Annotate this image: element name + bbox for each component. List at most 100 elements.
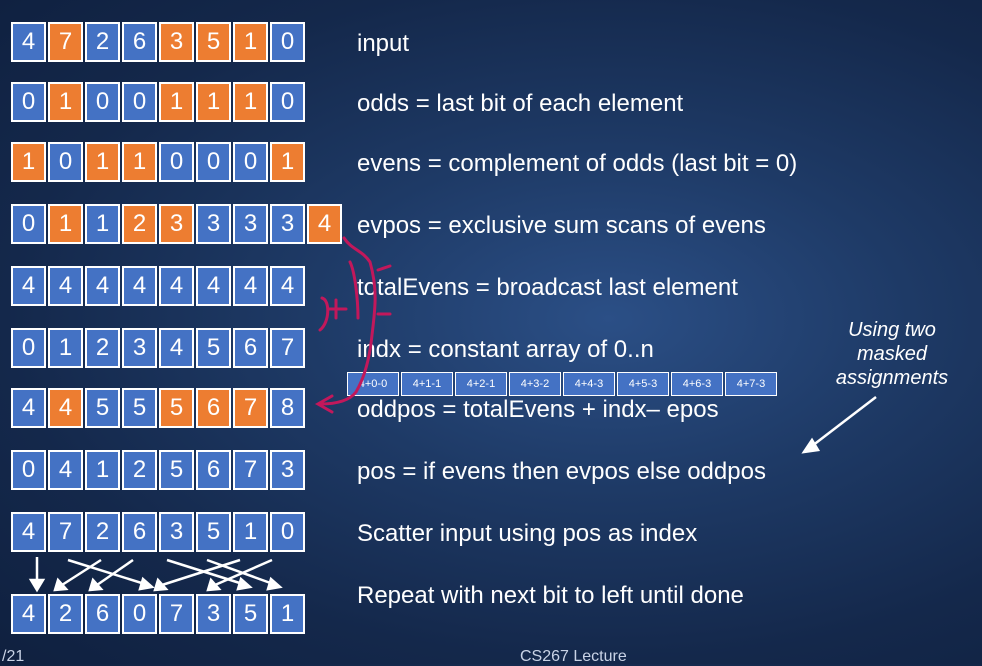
cell: 2: [85, 22, 120, 62]
cell: 2: [85, 512, 120, 552]
cell: 0: [233, 142, 268, 182]
cell: 6: [122, 512, 157, 552]
oddpos-term: 4+6-3: [671, 372, 723, 396]
cell: 4: [48, 450, 83, 490]
cell: 2: [48, 594, 83, 634]
scatter-arrow-head-6: [153, 577, 169, 592]
cell: 4: [233, 266, 268, 306]
scatter-arrow-head-2: [53, 577, 69, 592]
cell: 4: [11, 266, 46, 306]
scatter-arrow-7: [214, 558, 273, 587]
row-label-oddpos: oddpos = totalEvens + indx– epos: [357, 396, 719, 423]
cell: 5: [85, 388, 120, 428]
cell: 4: [270, 266, 305, 306]
scatter-arrow-1: [67, 558, 149, 587]
cell: 1: [196, 82, 231, 122]
cell: 2: [122, 204, 157, 244]
cell: 0: [270, 82, 305, 122]
scatter-arrow-head-7: [206, 577, 222, 592]
cell: 1: [270, 142, 305, 182]
cell: 0: [85, 82, 120, 122]
row-label-evpos: evpos = exclusive sum scans of evens: [357, 212, 766, 239]
hand-dash-1: [376, 264, 392, 272]
cell: 8: [270, 388, 305, 428]
handwritten-annotations: [314, 236, 392, 414]
scatter-arrow-head-3: [88, 577, 104, 592]
cell: 3: [159, 22, 194, 62]
oddpos-term: 4+7-3: [725, 372, 777, 396]
cell: 0: [122, 82, 157, 122]
cell: 5: [196, 328, 231, 368]
cell: 6: [196, 388, 231, 428]
cell: 7: [233, 450, 268, 490]
cell: 3: [159, 512, 194, 552]
cell: 1: [85, 142, 120, 182]
row-label-odds: odds = last bit of each element: [357, 90, 684, 117]
cell: 1: [85, 204, 120, 244]
footer-course: CS267 Lecture: [520, 648, 627, 665]
cell: 3: [196, 204, 231, 244]
cell: 3: [270, 204, 305, 244]
scatter-arrow-head-0: [28, 578, 46, 593]
oddpos-term: 4+4-3: [563, 372, 615, 396]
cell: 7: [48, 512, 83, 552]
cell: 1: [159, 82, 194, 122]
cell: 0: [196, 142, 231, 182]
cell: 7: [48, 22, 83, 62]
cell: 2: [85, 328, 120, 368]
cell: 5: [159, 450, 194, 490]
cell: 0: [11, 328, 46, 368]
cell: 4: [11, 22, 46, 62]
note-arrow: [801, 396, 877, 454]
scatter-arrow-4: [166, 558, 247, 587]
cell: 5: [159, 388, 194, 428]
cell: 4: [122, 266, 157, 306]
oddpos-term: 4+1-1: [401, 372, 453, 396]
cell: 6: [85, 594, 120, 634]
cell: 1: [122, 142, 157, 182]
cell: 4: [85, 266, 120, 306]
cell: 1: [85, 450, 120, 490]
cell: 4: [159, 266, 194, 306]
hand-paren: [318, 296, 330, 332]
hand-arrow-head: [314, 394, 334, 414]
scatter-arrow-head-1: [138, 576, 155, 591]
cell: 4: [11, 594, 46, 634]
cell: 5: [122, 388, 157, 428]
cell: 3: [159, 204, 194, 244]
cell: 1: [48, 328, 83, 368]
row-label-evens: evens = complement of odds (last bit = 0…: [357, 150, 798, 177]
cell: 5: [233, 594, 268, 634]
cell: 7: [270, 328, 305, 368]
cell: 7: [233, 388, 268, 428]
cell: 4: [11, 512, 46, 552]
cell: 0: [11, 450, 46, 490]
cell: 4: [48, 388, 83, 428]
cell: 0: [11, 82, 46, 122]
cell: 2: [122, 450, 157, 490]
cell: 4: [196, 266, 231, 306]
cell: 3: [196, 594, 231, 634]
cell: 3: [270, 450, 305, 490]
row-label-input: input: [357, 30, 410, 57]
hand-arrow-curve: [318, 236, 377, 406]
cell: 1: [11, 142, 46, 182]
cell: 6: [233, 328, 268, 368]
oddpos-term: 4+3-2: [509, 372, 561, 396]
row-label-scatter-input: Scatter input using pos as index: [357, 520, 698, 547]
scatter-arrows: [28, 557, 283, 593]
cell: 3: [233, 204, 268, 244]
oddpos-term: 4+5-3: [617, 372, 669, 396]
cell: 1: [48, 82, 83, 122]
footer-date: /21: [2, 648, 25, 665]
cell: 1: [270, 594, 305, 634]
scatter-arrow-head-4: [236, 576, 253, 591]
cell: 1: [48, 204, 83, 244]
